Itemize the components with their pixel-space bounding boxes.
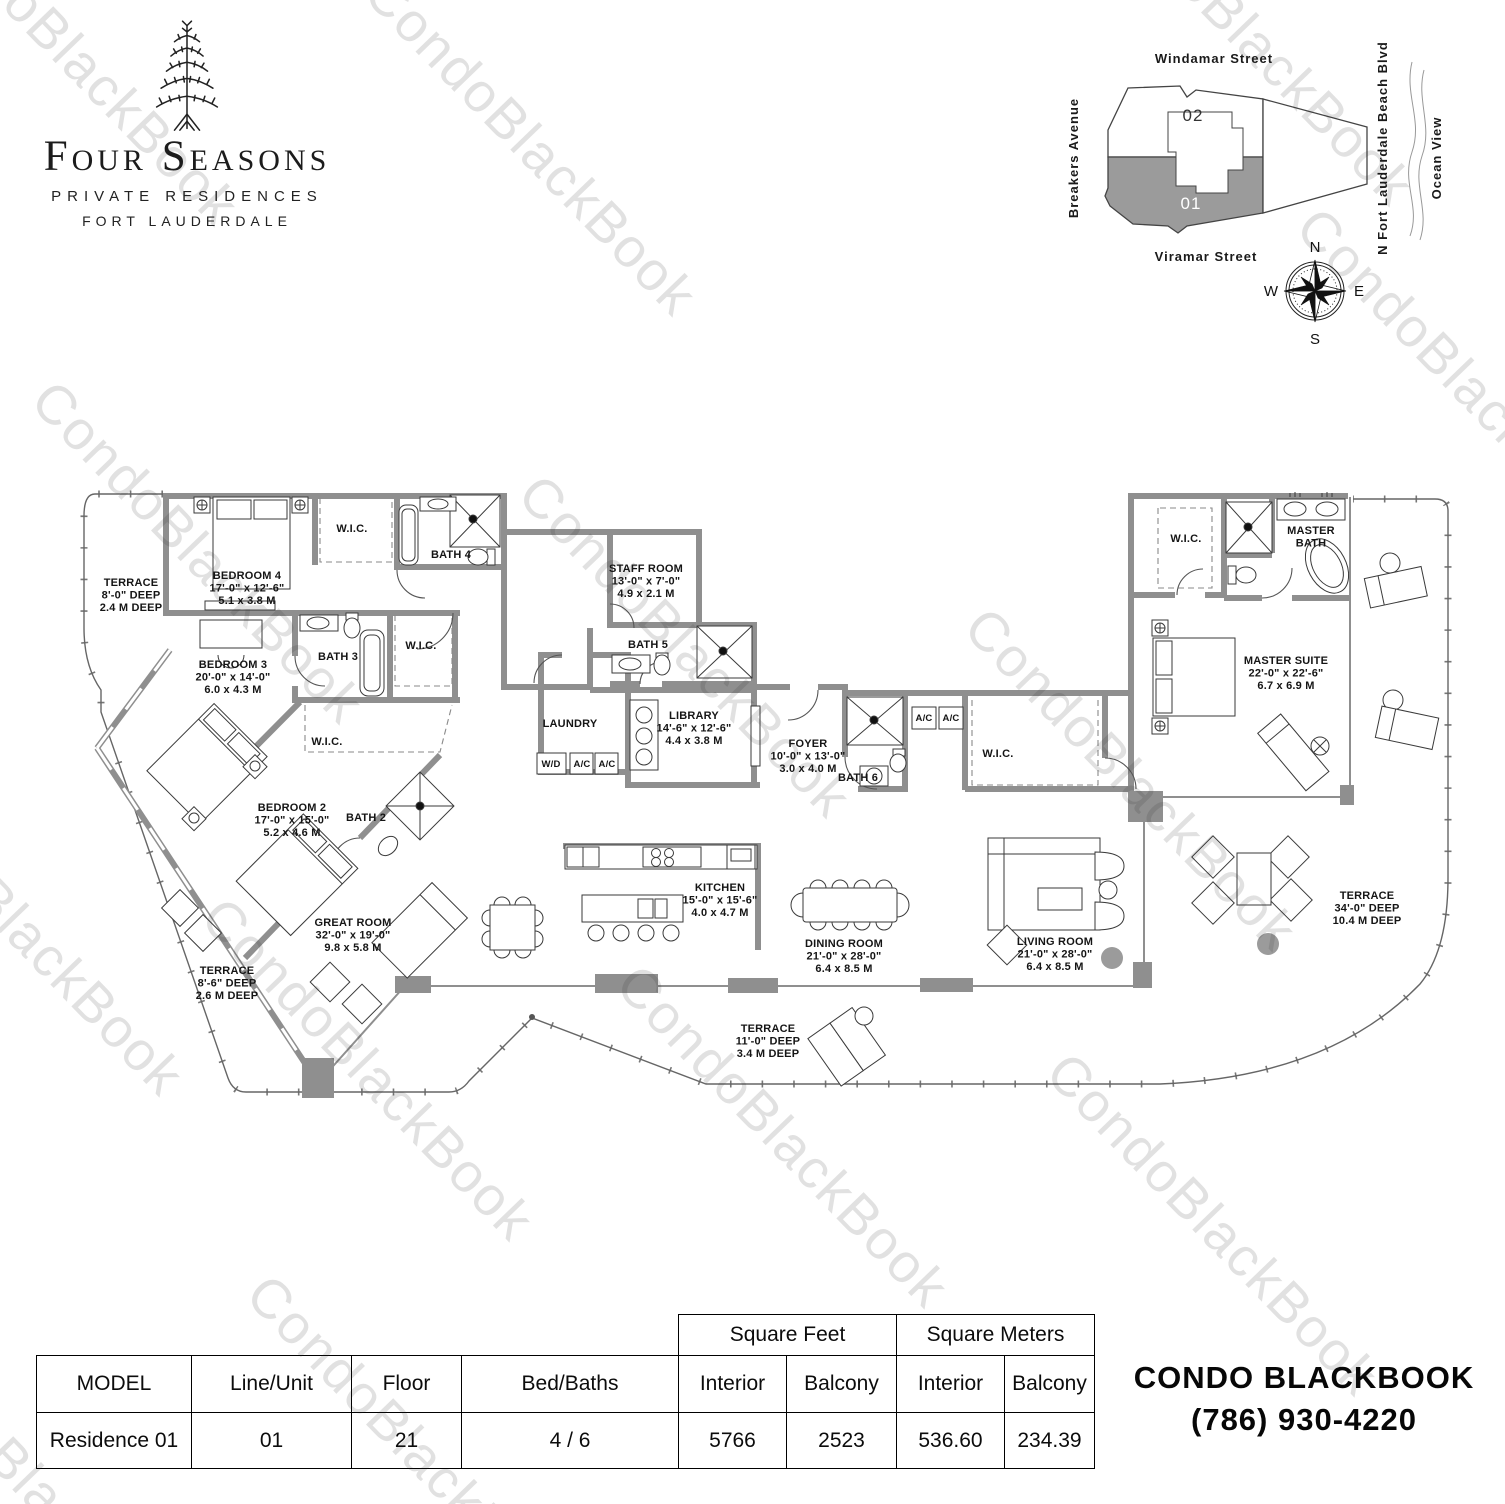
logo-subtitle: PRIVATE RESIDENCES	[51, 188, 323, 206]
bath-fixtures	[299, 492, 1350, 857]
room-label-laundry: LAUNDRY	[543, 718, 598, 730]
value-sf-balcony: 2523	[786, 1412, 897, 1469]
room-label-bath-4: BATH 4	[431, 549, 472, 561]
compass-e: E	[1354, 283, 1364, 300]
table-row: Residence 01 01 21 4 / 6 5766 2523 536.6…	[36, 1412, 1095, 1469]
room-label-ac-1: A/C	[574, 759, 591, 770]
compass-w: W	[1264, 283, 1279, 300]
map-unit-02: 02	[1183, 106, 1204, 125]
value-floor: 21	[351, 1412, 462, 1469]
room-label-wic-bedroom2: W.I.C.	[311, 736, 342, 748]
site-map: Windamar Street Viramar Street Breakers …	[1066, 41, 1444, 348]
logo-location: FORT LAUDERDALE	[82, 213, 292, 230]
value-sm-interior: 536.60	[896, 1412, 1005, 1469]
col-header-line-unit: Line/Unit	[191, 1355, 352, 1413]
condo-blackbook-contact: CONDO BLACKBOOK (786) 930-4220	[1128, 1360, 1480, 1438]
terrace-railing	[80, 490, 1452, 1096]
room-label-wic-master: W.I.C.	[1170, 533, 1201, 545]
shoreline-waves	[1408, 61, 1427, 241]
glass-walls	[317, 497, 1351, 1084]
col-header-sf-balcony: Balcony	[786, 1355, 897, 1413]
street-windamar: Windamar Street	[1155, 51, 1273, 66]
contact-phone: (786) 930-4220	[1191, 1402, 1417, 1437]
room-label-washer-dryer: W/D	[541, 759, 560, 770]
value-bed-baths: 4 / 6	[461, 1412, 679, 1469]
street-beach-blvd: N Fort Lauderdale Beach Blvd	[1375, 41, 1390, 255]
group-header-square-feet: Square Feet	[678, 1314, 897, 1356]
room-label-ac-3: A/C	[916, 713, 933, 724]
compass-rose: N E S W	[1264, 239, 1364, 348]
col-header-sm-balcony: Balcony	[1004, 1355, 1095, 1413]
room-label-ac-4: A/C	[943, 713, 960, 724]
col-header-sm-interior: Interior	[896, 1355, 1005, 1413]
room-label-ac-2: A/C	[599, 759, 616, 770]
room-label-wic-hall: W.I.C.	[982, 748, 1013, 760]
room-label-wic-bedroom3: W.I.C.	[405, 640, 436, 652]
col-header-model: MODEL	[36, 1355, 192, 1413]
room-label-bath-6: BATH 6	[838, 772, 878, 784]
room-label-bath-5: BATH 5	[628, 639, 668, 651]
closet-dashed-lines	[304, 498, 1213, 868]
value-line-unit: 01	[191, 1412, 352, 1469]
group-header-square-meters: Square Meters	[896, 1314, 1095, 1356]
spec-table: Square Feet Square Meters MODEL Line/Uni…	[36, 1314, 1095, 1469]
ocean-view-label: Ocean View	[1429, 117, 1444, 200]
col-header-bed-baths: Bed/Baths	[461, 1355, 679, 1413]
compass-s: S	[1310, 331, 1320, 348]
building-footprint	[1104, 85, 1368, 234]
four-seasons-tree-icon	[155, 20, 219, 131]
col-header-sf-interior: Interior	[678, 1355, 787, 1413]
col-header-floor: Floor	[351, 1355, 462, 1413]
logo-title: Four Seasons	[43, 133, 331, 180]
furniture	[146, 496, 1440, 1087]
room-label-wic-bedroom4: W.I.C.	[336, 523, 367, 535]
street-viramar: Viramar Street	[1155, 249, 1258, 264]
four-seasons-logo: Four Seasons PRIVATE RESIDENCES FORT LAU…	[28, 14, 346, 229]
value-sf-interior: 5766	[678, 1412, 787, 1469]
contact-brand: CONDO BLACKBOOK	[1133, 1360, 1475, 1395]
room-label-bath-3: BATH 3	[318, 651, 358, 663]
value-model: Residence 01	[36, 1412, 192, 1469]
compass-n: N	[1310, 239, 1321, 256]
value-sm-balcony: 234.39	[1004, 1412, 1095, 1469]
street-breakers: Breakers Avenue	[1066, 98, 1081, 218]
map-unit-01: 01	[1181, 194, 1202, 213]
room-label-bath-2: BATH 2	[346, 812, 386, 824]
wall-piers	[302, 785, 1354, 1098]
